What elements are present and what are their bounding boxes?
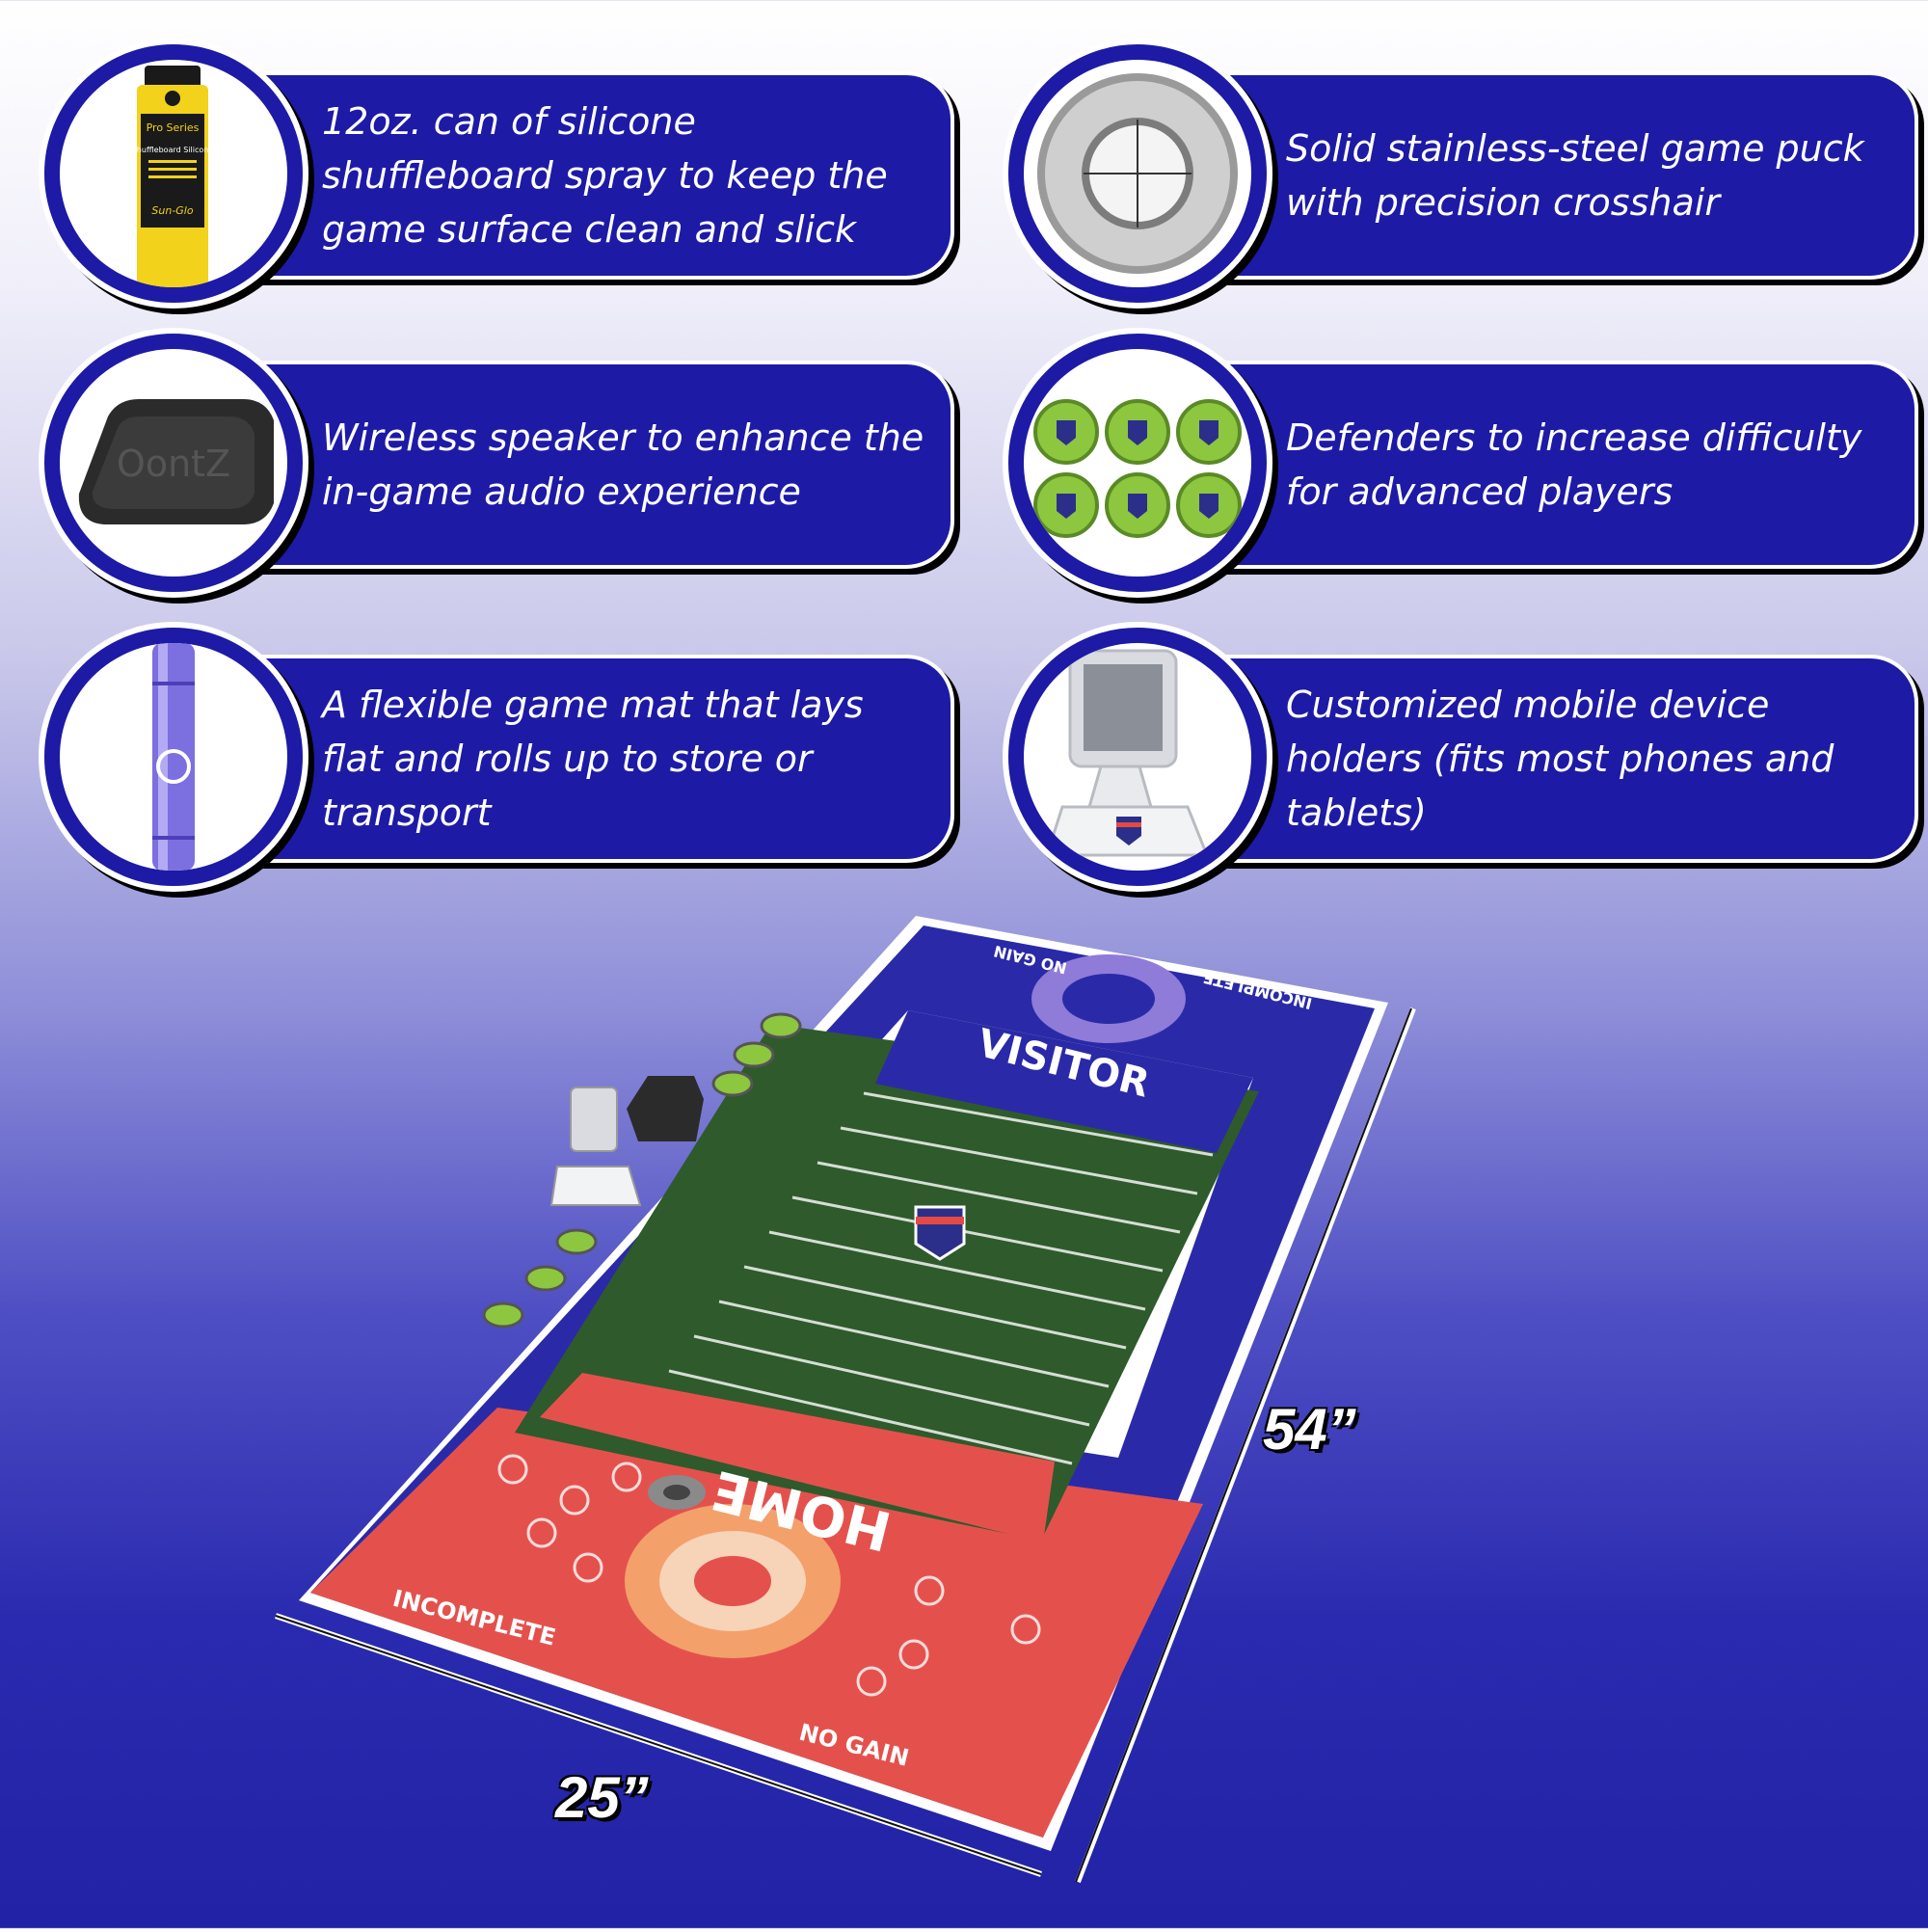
feature-puck: Solid stainless-steel game puck with pre… [1003,39,1918,309]
defender-pucks-on-mat [482,1012,802,1328]
steel-puck-icon [1024,60,1251,287]
phone-holder-on-mat [549,1087,642,1206]
feature-mat: A flexible game mat that lays flat and r… [39,622,954,892]
feature-text: 12oz. can of silicone shuffleboard spray… [322,99,888,252]
game-mat: VISITOR HOME NO GAIN INCOMPLETE INCOMPLE… [0,887,1928,1928]
speaker-on-mat [627,1076,704,1141]
feature-holder: Customized mobile device holders (fits m… [1003,622,1918,892]
feature-image-circle [1003,622,1272,892]
feature-text: Solid stainless-steel game puck with pre… [1286,126,1864,224]
feature-image-circle [1003,328,1272,598]
feature-pill: Defenders to increase difficulty for adv… [1157,361,1918,569]
feature-image-circle [39,622,308,892]
feature-defenders: Defenders to increase difficulty for adv… [1003,328,1918,598]
speaker-logo: OontZ [117,443,230,485]
feature-text: Wireless speaker to enhance the in-game … [322,416,924,513]
length-dimension-label: 54” [1263,1397,1356,1462]
feature-text: Customized mobile device holders (fits m… [1286,683,1834,835]
feature-pill: Wireless speaker to enhance the in-game … [193,361,954,569]
spray-name: Shuffleboard Silicone [132,146,214,154]
feature-text: Defenders to increase difficulty for adv… [1286,416,1862,513]
steel-puck-on-mat [648,1475,706,1510]
silicone-spray-can-icon: Pro Series Shuffleboard Silicone Sun-Glo [60,60,287,287]
feature-speaker: Wireless speaker to enhance the in-game … [39,328,954,598]
feature-image-circle [1003,39,1272,309]
feature-image-circle: OontZ [39,328,308,598]
feature-image-circle: Pro Series Shuffleboard Silicone Sun-Glo [39,39,308,309]
rolled-mat-tube-icon [60,643,287,871]
feature-text: A flexible game mat that lays flat and r… [322,683,864,835]
feature-pill: Customized mobile device holders (fits m… [1157,655,1918,863]
feature-pill: Solid stainless-steel game puck with pre… [1157,71,1918,280]
feature-pill: A flexible game mat that lays flat and r… [193,655,954,863]
feature-pill: 12oz. can of silicone shuffleboard spray… [193,71,954,280]
spray-brand: Pro Series [147,121,200,134]
speaker-icon: OontZ [60,349,287,577]
phone-holder-icon [1024,643,1251,871]
feature-spray: 12oz. can of silicone shuffleboard spray… [39,39,954,309]
defender-pucks-icon [1024,349,1251,577]
game-mat-illustration: VISITOR HOME NO GAIN INCOMPLETE INCOMPLE… [275,916,1416,1884]
length-dimension-line [1075,1006,1416,1884]
width-dimension-label: 25” [555,1765,649,1830]
spray-maker: Sun-Glo [151,204,193,217]
